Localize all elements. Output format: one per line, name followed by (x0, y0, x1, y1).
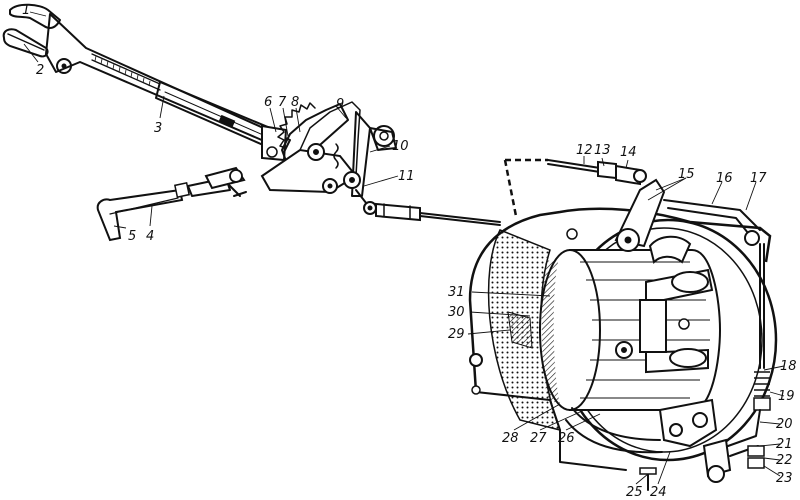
label-17: 17 (750, 171, 767, 186)
label-21: 21 (776, 437, 793, 452)
label-8: 8 (291, 95, 299, 110)
dashed-link-drop (503, 159, 518, 217)
label-2: 2 (36, 63, 44, 78)
label-9: 9 (336, 97, 344, 112)
crank-rod (96, 166, 247, 242)
spring-19 (754, 371, 770, 397)
label-31: 31 (448, 285, 465, 300)
label-13: 13 (594, 143, 611, 158)
label-12: 12 (576, 143, 593, 158)
label-22: 22 (776, 453, 793, 468)
lever-rod-ticks (94, 55, 151, 87)
label-30: 30 (448, 305, 465, 320)
label-4: 4 (146, 229, 154, 244)
label-29: 29 (448, 327, 465, 342)
label-15: 15 (678, 167, 695, 182)
label-10: 10 (392, 139, 409, 154)
label-20: 20 (776, 417, 793, 432)
pull-rod (375, 202, 501, 226)
label-14: 14 (620, 145, 637, 160)
label-28: 28 (502, 431, 519, 446)
leader-lines (23, 11, 785, 485)
label-11: 11 (398, 169, 415, 184)
label-26: 26 (558, 431, 575, 446)
label-18: 18 (780, 359, 797, 374)
adjusting-rod (547, 159, 647, 186)
label-23: 23 (776, 471, 793, 486)
brake-drum-assembly (468, 178, 778, 491)
label-19: 19 (778, 389, 795, 404)
label-16: 16 (716, 171, 733, 186)
label-1: 1 (22, 3, 30, 18)
label-24: 24 (650, 485, 667, 500)
label-27: 27 (530, 431, 547, 446)
label-7: 7 (278, 95, 287, 110)
ratchet-sector (260, 101, 397, 215)
label-3: 3 (154, 121, 162, 136)
label-5: 5 (128, 229, 136, 244)
label-6: 6 (264, 95, 272, 110)
label-25: 25 (626, 485, 643, 500)
hand-lever (2, 3, 291, 162)
part-labels: 1 2 3 4 5 6 7 8 9 10 11 12 13 14 15 16 1… (22, 3, 797, 500)
